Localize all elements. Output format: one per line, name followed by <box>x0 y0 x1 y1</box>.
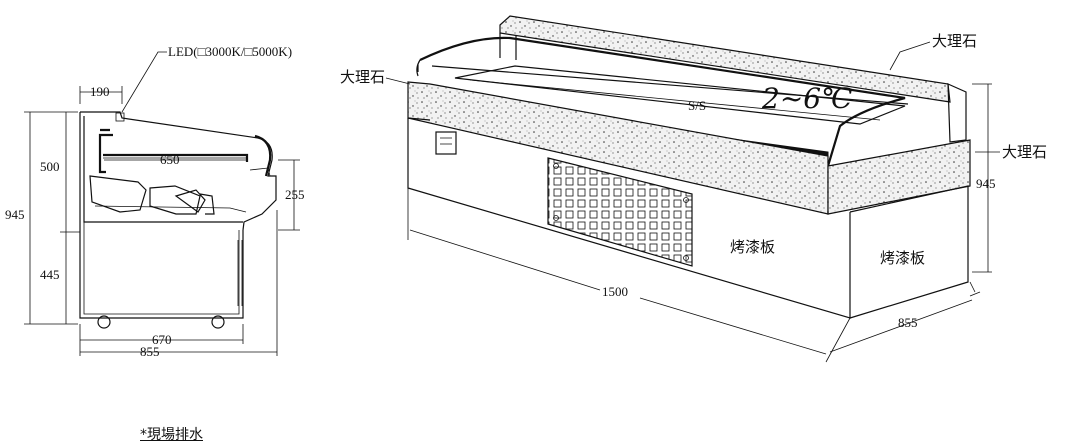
led-bracket <box>98 128 113 174</box>
marble-left-label: 大理石 <box>340 68 385 86</box>
side-shelf <box>103 153 249 162</box>
dim-945-persp: 945 <box>976 176 996 191</box>
dim-670: 670 <box>152 332 172 347</box>
ventilation-grille <box>547 157 693 267</box>
marble-top-strip <box>499 15 951 103</box>
ss-label: S/S <box>688 98 706 113</box>
dim-945: 945 <box>5 207 25 222</box>
dim-445: 445 <box>40 267 60 282</box>
wheel-right <box>211 315 225 329</box>
food-pans <box>89 175 215 215</box>
control-box <box>435 131 457 155</box>
wheel-left <box>97 315 111 329</box>
ss-shelf <box>454 65 906 125</box>
dim-255: 255 <box>285 187 305 202</box>
dim-190: 190 <box>90 84 110 99</box>
panel-front-label: 烤漆板 <box>730 238 775 256</box>
led-label: LED(□3000K/□5000K) <box>168 44 292 59</box>
dim-855: 855 <box>140 344 160 359</box>
panel-side-label: 烤漆板 <box>880 249 925 267</box>
side-view: LED(□3000K/□5000K) 190 500 945 445 650 2… <box>5 44 305 359</box>
dim-500: 500 <box>40 159 60 174</box>
dim-855-persp: 855 <box>898 315 918 330</box>
side-cabinet-outline <box>79 111 277 319</box>
dim-650: 650 <box>160 152 180 167</box>
dim-1500: 1500 <box>602 284 628 299</box>
temperature-label: 2~6℃ <box>761 82 852 115</box>
cabinet-side <box>849 185 969 319</box>
marble-side-strip <box>827 139 971 215</box>
perspective-view: 大理石 大理石 大理石 S/S 2~6℃ 烤漆板 烤漆板 1500 855 94… <box>340 15 1047 363</box>
glass-canopy <box>419 36 906 167</box>
drain-note: *現場排水 <box>140 427 203 443</box>
front-glass <box>254 134 272 177</box>
marble-right-label: 大理石 <box>1002 143 1047 161</box>
marble-top-label: 大理石 <box>932 32 977 50</box>
cabinet-front <box>407 118 851 319</box>
